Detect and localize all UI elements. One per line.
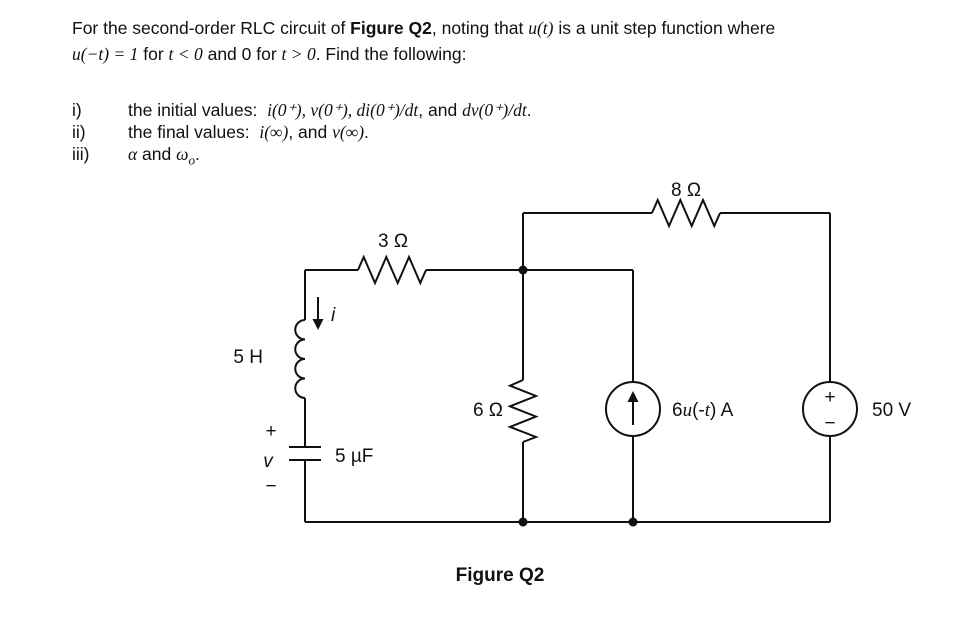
resistor-3ohm-label: 3 Ω	[378, 231, 408, 252]
inductor-label: 5 H	[233, 347, 263, 368]
current-source-label-part: t	[705, 400, 711, 421]
voltage-source-minus-sign: −	[824, 413, 835, 434]
list-item-label: i)	[72, 100, 82, 120]
current-source-arrowhead	[627, 391, 639, 402]
junction-dot	[518, 517, 528, 527]
problem-line-2: u(−t) = 1 for t < 0 and 0 for t > 0. Fin…	[72, 41, 934, 67]
text-run: .	[364, 122, 369, 142]
math-run: i(0⁺), v(0⁺), di(0⁺)/dt	[267, 100, 419, 120]
current-source-label-part: (-	[692, 400, 705, 421]
resistor-8ohm-symbol	[651, 197, 721, 229]
current-source-label-part: 6	[672, 400, 683, 421]
list-item-content: the initial values: i(0⁺), v(0⁺), di(0⁺)…	[128, 99, 532, 121]
inductor-symbol	[294, 319, 306, 399]
text-run: , and	[418, 100, 463, 120]
capacitor-plus-sign: +	[265, 421, 276, 442]
current-source-label: 6u(-t) A	[672, 400, 734, 421]
junction-dot	[518, 265, 528, 275]
text-run: for	[138, 44, 169, 64]
problem-statement: For the second-order RLC circuit of Figu…	[72, 15, 934, 67]
math-run: ω	[176, 144, 189, 164]
text-run: .	[526, 100, 532, 120]
capacitor-voltage-label: v	[263, 451, 274, 472]
junction-dot	[628, 517, 638, 527]
text-run: . Find the following:	[315, 44, 467, 64]
math-subscript: o	[188, 152, 196, 168]
math-run: u(−t) = 1	[72, 44, 139, 64]
math-run: v(∞)	[332, 122, 365, 142]
circuit-solid-marks	[312, 265, 639, 527]
figure-caption: Figure Q2	[456, 565, 545, 586]
question-list: i) the initial values: i(0⁺), v(0⁺), di(…	[72, 99, 532, 172]
wire	[304, 212, 831, 523]
math-run: u(t)	[528, 18, 554, 38]
current-source-label-part: ) A	[710, 400, 734, 421]
circuit-wires-and-symbols	[289, 197, 858, 523]
current-arrow-label: i	[331, 305, 336, 326]
list-item-label: ii)	[72, 122, 86, 142]
math-run: i(∞)	[259, 122, 289, 142]
resistor-6ohm-symbol	[507, 379, 539, 443]
capacitor-symbol	[289, 446, 321, 461]
resistor-8ohm-label: 8 Ω	[671, 180, 701, 201]
voltage-source-symbol	[802, 381, 858, 437]
text-run: .	[195, 144, 200, 164]
list-item-content: α and ωo.	[128, 143, 200, 172]
current-direction-arrowhead	[312, 319, 324, 330]
text-run: and 0 for	[202, 44, 282, 64]
text-run: , and	[288, 122, 333, 142]
voltage-source-plus-sign: +	[824, 387, 835, 408]
text-run: , noting that	[431, 18, 529, 38]
figure-ref: Figure Q2	[350, 18, 432, 38]
resistor-6ohm-label: 6 Ω	[473, 400, 503, 421]
list-item-i: i) the initial values: i(0⁺), v(0⁺), di(…	[72, 99, 532, 121]
voltage-source-label: 50 V	[872, 400, 911, 421]
text-run: and	[137, 144, 177, 164]
text-run: For the second-order RLC circuit of	[72, 18, 351, 38]
problem-line-1: For the second-order RLC circuit of Figu…	[72, 15, 934, 41]
math-run: dv(0⁺)/dt	[462, 100, 527, 120]
math-run: α	[128, 144, 138, 164]
text-run: is a unit step function where	[553, 18, 776, 38]
text-run: the initial values:	[128, 100, 268, 120]
math-run: t > 0	[281, 44, 316, 64]
list-item-label: iii)	[72, 144, 90, 164]
current-source-label-part: u	[683, 400, 693, 421]
circuit-labels: 3 Ω 8 Ω 6 Ω 5 H 5 µF 50 V 6u(-t) A i + v…	[233, 180, 911, 586]
math-run: t < 0	[168, 44, 203, 64]
list-item-content: the final values: i(∞), and v(∞).	[128, 121, 369, 143]
capacitor-minus-sign: −	[265, 476, 276, 497]
list-item-iii: iii) α and ωo.	[72, 143, 532, 172]
resistor-3ohm-symbol	[357, 254, 427, 286]
list-item-ii: ii) the final values: i(∞), and v(∞).	[72, 121, 532, 143]
capacitor-label: 5 µF	[335, 446, 373, 467]
text-run: the final values:	[128, 122, 260, 142]
current-source-symbol	[605, 381, 661, 437]
